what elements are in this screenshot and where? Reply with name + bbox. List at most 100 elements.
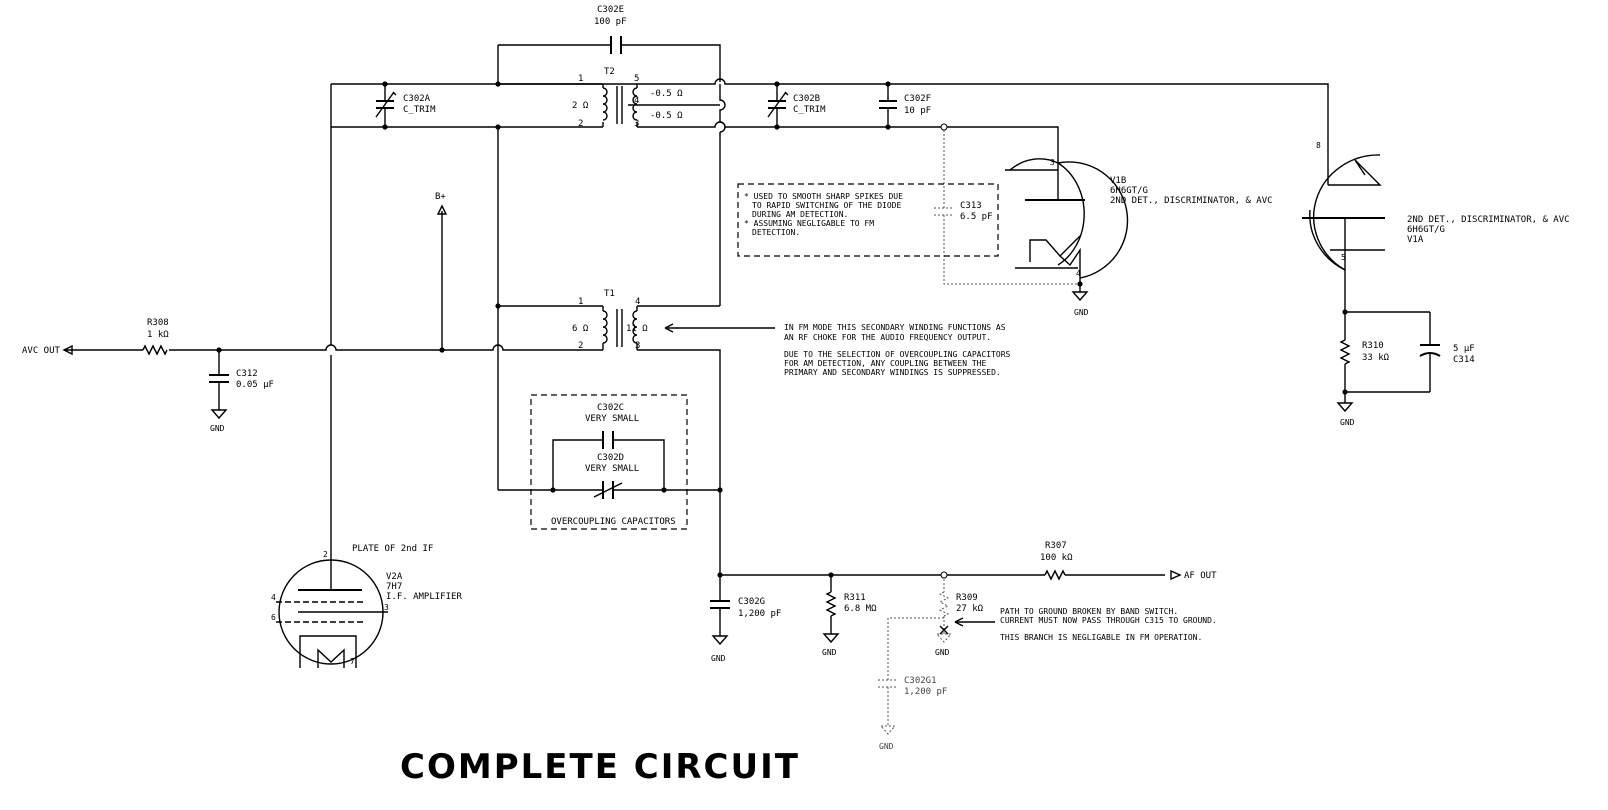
c302f-value: 10 pF	[904, 106, 931, 116]
gnd-c302g: GND	[711, 654, 726, 663]
avc-out-label: AVC OUT	[22, 346, 61, 356]
v1a-type: 6H6GT/G	[1407, 225, 1445, 235]
diagram-title: COMPLETE CIRCUIT	[400, 747, 800, 787]
bottom-wiring	[710, 569, 1182, 735]
avc-out-arrow	[62, 344, 82, 356]
t2-coils	[602, 86, 638, 124]
t1-ref: T1	[604, 289, 615, 299]
v2a-pin4: 4	[271, 593, 276, 602]
r309-value: 27 kΩ	[956, 604, 984, 614]
v1b-type: 6H6GT/G	[1110, 186, 1148, 196]
c302f-ref: C302F	[904, 94, 931, 104]
r310-ref: R310	[1362, 341, 1384, 351]
c302a-ref: C302A	[403, 94, 431, 104]
v1b-tube	[1005, 158, 1129, 302]
spike-note-3: DURING AM DETECTION.	[752, 210, 848, 219]
v1a-desc: 2ND DET., DISCRIMINATOR, & AVC	[1407, 215, 1570, 225]
gnd-r309: GND	[935, 648, 950, 657]
t2-ref: T2	[604, 67, 615, 77]
t2-sec-b: -0.5 Ω	[650, 111, 683, 121]
r309-ref: R309	[956, 593, 978, 603]
c302e-ref: C302E	[597, 5, 624, 15]
t2-pri: 2 Ω	[572, 101, 589, 111]
t1-pin4: 4	[635, 297, 640, 307]
t2-pin1: 1	[578, 74, 583, 84]
v1a-tube	[1302, 154, 1441, 413]
c314-ref: C314	[1453, 355, 1475, 365]
r308-resistor	[142, 344, 168, 356]
c302g1-value: 1,200 pF	[904, 687, 947, 697]
c302b-ref: C302B	[793, 94, 820, 104]
overcoupling-wiring	[498, 431, 720, 499]
fm-note-3: DUE TO THE SELECTION OF OVERCOUPLING CAP…	[784, 350, 1011, 359]
fm-note-1: IN FM MODE THIS SECONDARY WINDING FUNCTI…	[784, 323, 1006, 332]
fm-note-2: AN RF CHOKE FOR THE AUDIO FREQUENCY OUTP…	[784, 333, 991, 342]
gnd-c312: GND	[210, 424, 225, 433]
v2a-pin6: 6	[271, 613, 276, 622]
spike-note-box	[737, 183, 999, 257]
bplus-label: B+	[435, 192, 446, 202]
c313-ref: C313	[960, 201, 982, 211]
bplus-arrow	[436, 204, 448, 215]
t2-pin3: 3	[634, 119, 639, 129]
c314-value: 5 µF	[1453, 344, 1475, 354]
t1-sec: 11 Ω	[626, 324, 648, 334]
spike-note-2: TO RAPID SWITCHING OF THE DIODE	[752, 201, 901, 210]
v1b-pin3: 3	[1050, 158, 1055, 167]
c313-wiring	[934, 130, 1080, 285]
c312-ref: C312	[236, 369, 258, 379]
c302a-value: C_TRIM	[403, 105, 436, 115]
v2a-note: PLATE OF 2nd IF	[352, 544, 433, 554]
c302c-ref: C302C	[597, 403, 624, 413]
v2a-pin2: 2	[323, 550, 328, 559]
af-out-label: AF OUT	[1184, 571, 1217, 581]
v1a-pin5: 5	[1341, 253, 1346, 262]
t2-pin2: 2	[578, 119, 583, 129]
v1b-desc: 2ND DET., DISCRIMINATOR, & AVC	[1110, 196, 1273, 206]
top-wiring	[330, 36, 1329, 185]
spike-note-1: * USED TO SMOOTH SHARP SPIKES DUE	[744, 192, 903, 201]
c302d-value: VERY SMALL	[585, 464, 639, 474]
c302g-ref: C302G	[738, 597, 765, 607]
r311-value: 6.8 MΩ	[844, 604, 877, 614]
v2a-desc: I.F. AMPLIFIER	[386, 592, 462, 602]
t2-pin4: 4	[634, 96, 639, 106]
v1a-ref: V1A	[1407, 235, 1424, 245]
v2a-pin7: 7	[350, 657, 355, 666]
v2a-pin3: 3	[384, 603, 389, 612]
overcoupling-label: OVERCOUPLING CAPACITORS	[551, 517, 676, 527]
c302d-ref: C302D	[597, 453, 624, 463]
band-note-1: PATH TO GROUND BROKEN BY BAND SWITCH.	[1000, 607, 1178, 616]
c302b-value: C_TRIM	[793, 105, 826, 115]
r308-value: 1 kΩ	[147, 330, 169, 340]
v2a-tube	[276, 559, 388, 668]
spike-note-4: * ASSUMING NEGLIGABLE TO FM	[744, 219, 874, 228]
gnd-v1b: GND	[1074, 308, 1089, 317]
band-note-2: CURRENT MUST NOW PASS THROUGH C315 TO GR…	[1000, 616, 1217, 625]
band-note-3: THIS BRANCH IS NEGLIGABLE IN FM OPERATIO…	[1000, 633, 1202, 642]
r310-value: 33 kΩ	[1362, 353, 1390, 363]
gnd-r311: GND	[822, 648, 837, 657]
t2-pin5: 5	[634, 74, 639, 84]
t1-pin1: 1	[578, 297, 583, 307]
spike-note-5: DETECTION.	[752, 228, 800, 237]
c313-value: 6.5 pF	[960, 212, 993, 222]
t2-sec-a: -0.5 Ω	[650, 89, 683, 99]
t1-pin3: 3	[635, 341, 640, 351]
gnd-v1a: GND	[1340, 418, 1355, 427]
r308-ref: R308	[147, 318, 169, 328]
fm-note-4: FOR AM DETECTION, ANY COUPLING BETWEEN T…	[784, 359, 986, 368]
c302e-value: 100 pF	[594, 17, 627, 27]
v1b-ref: V1B	[1110, 176, 1126, 186]
v1b-pin4: 4	[1076, 269, 1081, 278]
overcoupling-box	[530, 394, 688, 530]
c302g-value: 1,200 pF	[738, 609, 781, 619]
t1-coils	[602, 309, 638, 347]
t1-pin2: 2	[578, 341, 583, 351]
gnd-c302g1: GND	[879, 742, 894, 751]
c312-value: 0.05 µF	[236, 380, 274, 390]
fm-note-5: PRIMARY AND SECONDARY WINDINGS IS SUPPRE…	[784, 368, 1001, 377]
c302c-value: VERY SMALL	[585, 414, 639, 424]
middle-wiring	[82, 127, 775, 575]
